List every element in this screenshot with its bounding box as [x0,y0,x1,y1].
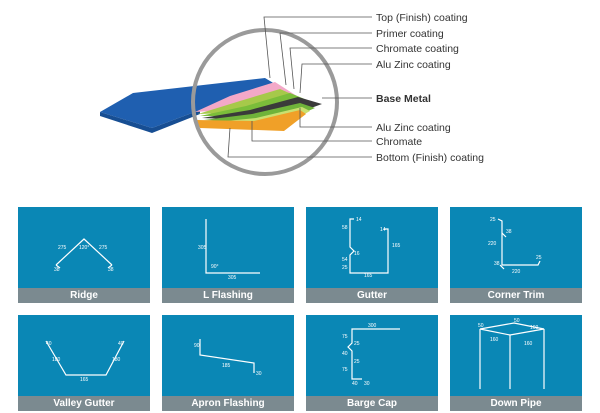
svg-text:90°: 90° [211,264,219,270]
bottom-finish-layer [196,110,306,131]
label-base-metal: Base Metal [376,93,431,105]
svg-text:160: 160 [524,341,533,347]
svg-text:275: 275 [99,245,108,251]
svg-text:220: 220 [512,269,521,275]
svg-text:38: 38 [108,267,114,273]
profile-tile-gutter[interactable]: 14 58 14 165 16 54 25 165 Gutter [306,207,438,303]
svg-text:25: 25 [536,255,542,261]
profile-tile-down-pipe[interactable]: 50 50 160 160 160 Down Pipe [450,315,582,411]
svg-text:40: 40 [352,381,358,387]
profile-name: Ridge [18,288,150,303]
label-lower-chromate: Chromate [376,136,422,148]
svg-text:305: 305 [228,275,237,281]
profile-tile-l-flashing[interactable]: 305 90° 305 L Flashing [162,207,294,303]
leader-lines [227,16,372,158]
svg-text:300: 300 [368,323,377,329]
svg-text:50: 50 [478,323,484,329]
svg-text:25: 25 [490,217,496,223]
profile-name: Gutter [306,288,438,303]
valley-gutter-profile-drawing: 40 180 40 180 165 [45,340,125,383]
svg-text:54: 54 [342,257,348,263]
svg-text:180: 180 [112,357,121,363]
profile-name: Barge Cap [306,396,438,411]
svg-text:25: 25 [354,359,360,365]
down-pipe-profile-drawing: 50 50 160 160 160 [478,318,545,389]
profile-name: Corner Trim [450,288,582,303]
svg-text:120°: 120° [79,245,89,251]
profile-name: Apron Flashing [162,396,294,411]
l-flashing-profile-drawing: 305 90° 305 [198,219,260,281]
label-primer: Primer coating [376,28,444,40]
svg-text:275: 275 [58,245,67,251]
svg-text:40: 40 [118,341,124,347]
svg-text:40: 40 [342,351,348,357]
svg-text:14: 14 [356,217,362,223]
label-lower-alu-zinc: Alu Zinc coating [376,122,451,134]
svg-text:165: 165 [80,377,89,383]
svg-text:38: 38 [494,261,500,267]
svg-text:25: 25 [342,265,348,271]
svg-text:180: 180 [52,357,61,363]
apron-flashing-profile-drawing: 90 185 30 [194,339,262,377]
svg-text:38: 38 [54,267,60,273]
svg-text:90: 90 [194,343,200,349]
profile-tile-apron-flashing[interactable]: 90 185 30 Apron Flashing [162,315,294,411]
svg-text:14: 14 [380,227,386,233]
svg-text:165: 165 [364,273,373,279]
svg-text:25: 25 [354,341,360,347]
chromate-layer [198,89,305,114]
label-bottom-finish: Bottom (Finish) coating [376,152,484,164]
profile-name: L Flashing [162,288,294,303]
profile-name: Valley Gutter [18,396,150,411]
profile-tile-valley-gutter[interactable]: 40 180 40 180 165 Valley Gutter [18,315,150,411]
svg-text:38: 38 [506,229,512,235]
ridge-profile-drawing: 275 120° 275 38 38 [54,238,114,273]
corner-trim-profile-drawing: 25 38 220 38 25 220 [488,217,542,275]
base-metal-layer [202,97,322,121]
gutter-profile-drawing: 14 58 14 165 16 54 25 165 [342,217,401,279]
profile-tile-barge-cap[interactable]: 300 75 25 40 25 75 40 30 Barge Cap [306,315,438,411]
svg-text:160: 160 [490,337,499,343]
barge-cap-profile-drawing: 300 75 25 40 25 75 40 30 [342,323,400,387]
svg-text:16: 16 [354,251,360,257]
svg-text:165: 165 [392,243,401,249]
svg-text:75: 75 [342,367,348,373]
top-finish-layer [100,78,295,128]
svg-text:185: 185 [222,363,231,369]
svg-text:75: 75 [342,334,348,340]
svg-text:220: 220 [488,241,497,247]
svg-text:58: 58 [342,225,348,231]
label-chromate: Chromate coating [376,43,459,55]
label-top-finish: Top (Finish) coating [376,12,468,24]
svg-text:40: 40 [46,341,52,347]
coating-cross-section-diagram: Top (Finish) coating Primer coating Chro… [100,12,484,176]
primer-layer [195,82,300,112]
profile-name: Down Pipe [450,396,582,411]
label-alu-zinc: Alu Zinc coating [376,59,451,71]
svg-text:305: 305 [198,245,207,251]
svg-text:160: 160 [530,325,539,331]
profile-tile-corner-trim[interactable]: 25 38 220 38 25 220 Corner Trim [450,207,582,303]
profile-tile-ridge[interactable]: 275 120° 275 38 38 Ridge [18,207,150,303]
svg-text:50: 50 [514,318,520,324]
svg-text:30: 30 [256,371,262,377]
svg-text:30: 30 [364,381,370,387]
